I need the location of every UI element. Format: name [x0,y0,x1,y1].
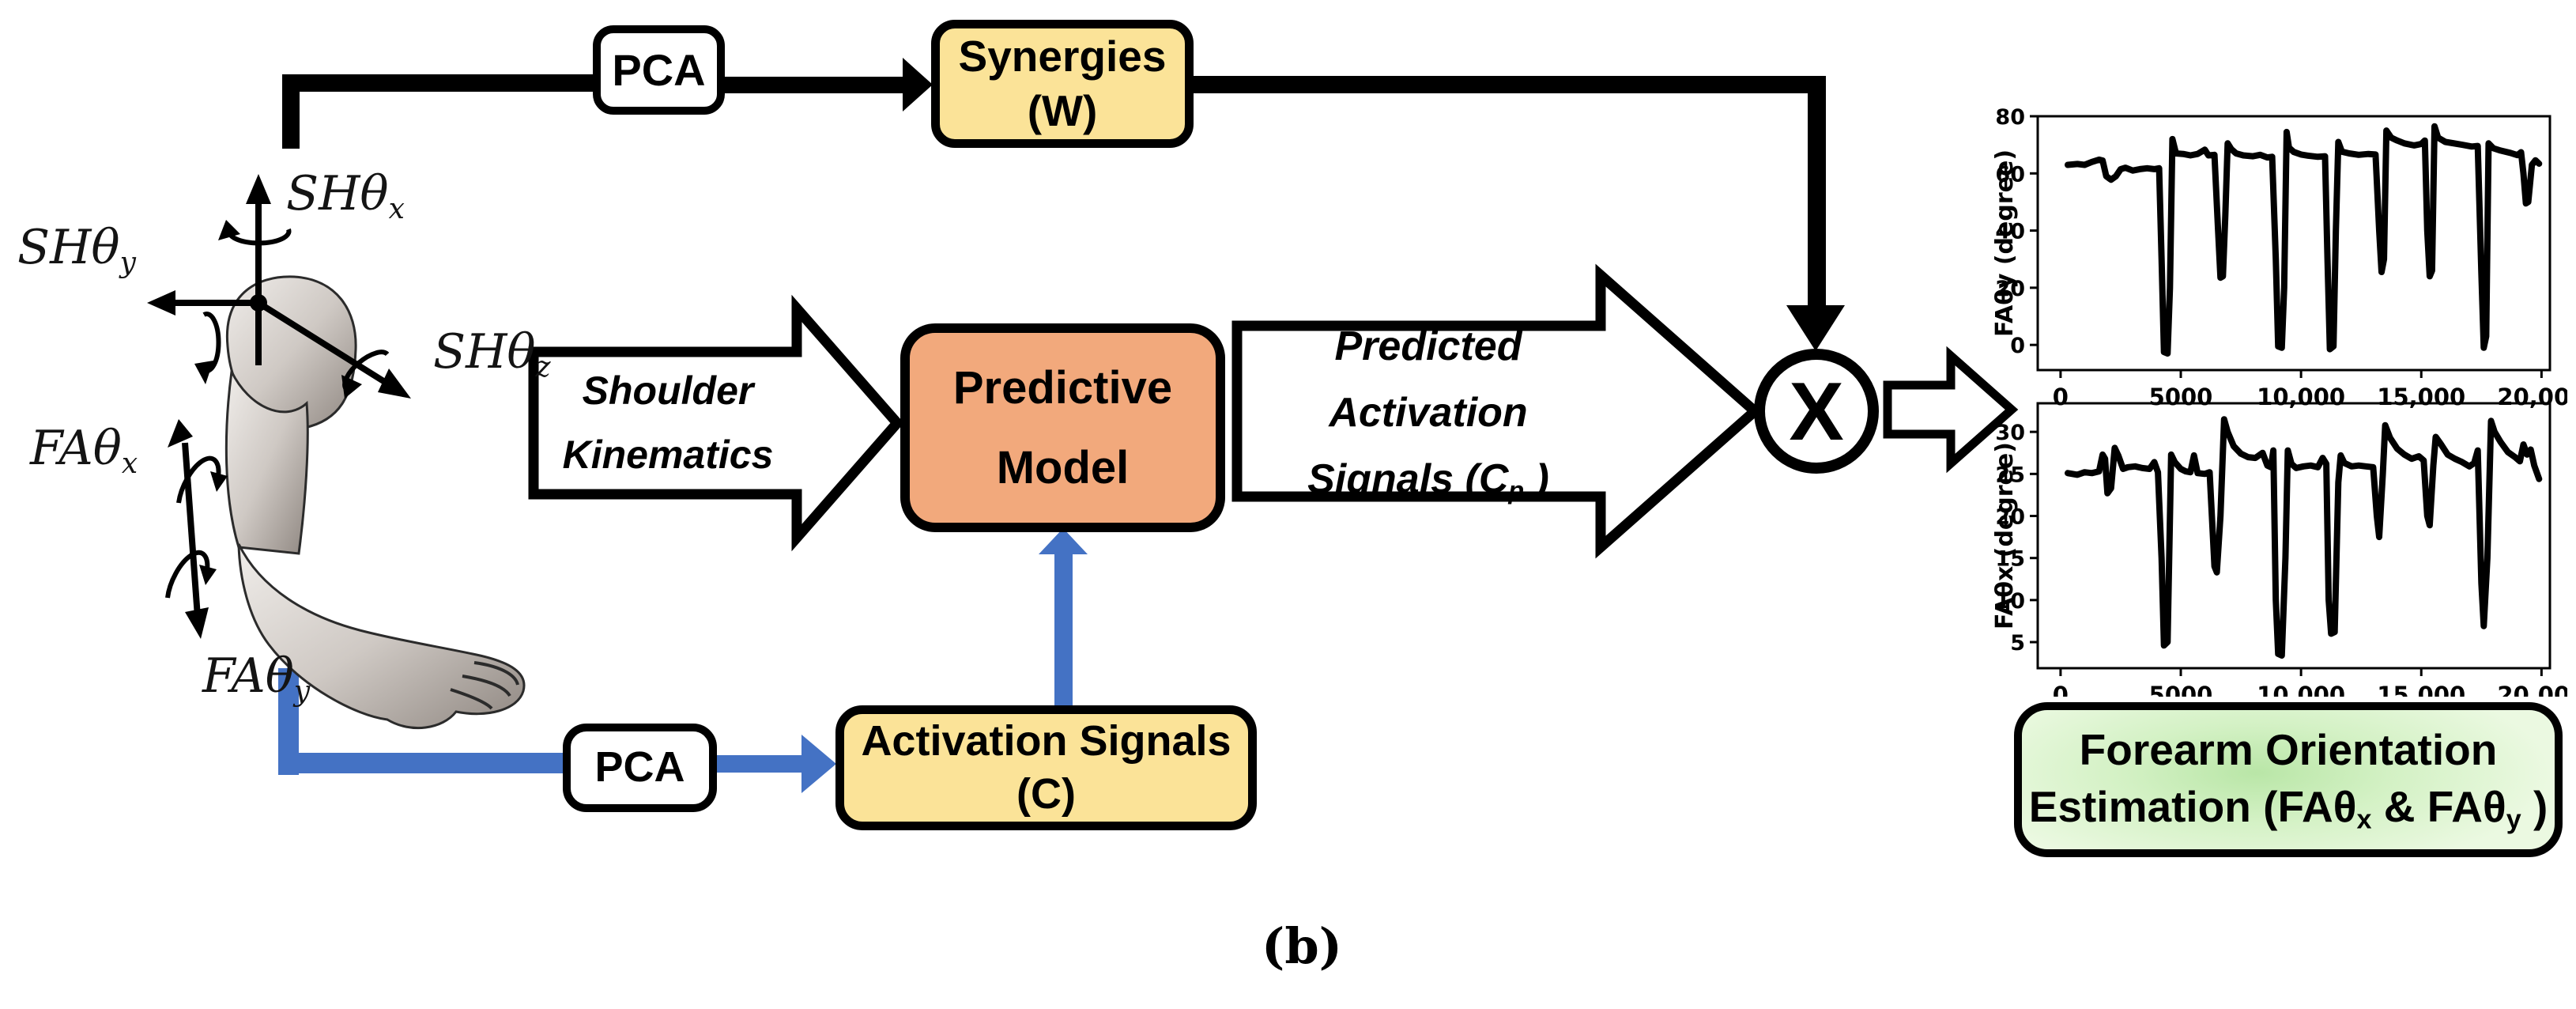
synergies-to-multiply-connector [1194,76,1845,351]
y-tick-label: 0 [2010,334,2025,358]
forearm-estimation-box: Forearm Orientation Estimation (FAθx & F… [2014,702,2563,857]
label-sh-theta-y: SHθy [17,220,136,279]
x-tick-label: 20,000 [2497,384,2567,410]
multiply-circle [1754,349,1879,474]
y-tick-label: 30 [1995,421,2025,445]
shoulder-kinematics-text: Shoulder Kinematics [539,356,797,490]
predicted-arrow-line2-pre: Signals (C [1307,456,1509,503]
y-tick-label: 20 [1995,277,2025,301]
predictive-label-line2: Model [996,442,1130,493]
y-tick-label: 25 [1995,463,2025,487]
y-tick-label: 15 [1995,547,2025,572]
plot-fa-theta-x: 5 10 15 20 25 30 0 5000 10,000 15,000 20,000 FAθx (… [1992,391,2567,697]
elbow-axes [165,419,228,639]
green-box-line2-sub1: x [2356,804,2372,835]
green-box-line2-post: ) [2521,781,2548,831]
synergies-label-line1: Synergies [958,32,1167,81]
pca-to-synergies-arrow [725,58,933,111]
predicted-activation-text: Predicted Activation Signals (Cp ) [1243,323,1614,505]
predictive-model-box: Predictive Model [900,323,1225,532]
predictive-label-line1: Predictive [952,361,1173,414]
green-box-line2-sub2: y [2506,804,2521,835]
y-axis-label: FAθy (degree) [1992,149,2019,337]
label-fa-theta-x-sub: x [121,447,138,480]
x-tick-label: 10,000 [2257,384,2345,410]
predicted-arrow-line1: Predicted Activation [1329,323,1528,436]
x-tick-label: 10,000 [2257,682,2345,697]
shoulder-arrow-line1: Shoulder [582,368,754,413]
label-sh-theta-y-main: SHθ [17,220,120,275]
green-box-line2-mid: & FAθ [2371,781,2506,831]
y-tick-label: 20 [1995,505,2025,530]
blue-pca-to-activation-arrow [717,735,836,793]
blue-connector-arm-to-pca [278,668,563,775]
label-sh-theta-z-main: SHθ [433,324,536,380]
y-axis-label: FAθx (degree) [1992,442,2019,629]
green-box-line2: Estimation (FAθx & FAθy ) [2029,779,2548,837]
down-arrowhead [1786,305,1845,351]
x-tick-label: 0 [2053,682,2069,697]
signal-curve [2065,416,2543,659]
signal-curve [2065,123,2543,357]
x-tick-label: 5000 [2149,384,2213,410]
y-tick-label: 80 [1995,105,2025,130]
y-tick-label: 60 [1995,162,2025,187]
y-tick-label: 5 [2010,631,2025,656]
shoulder-kinematics-arrow-shape [528,294,904,552]
label-fa-theta-y: FAθy [202,648,310,708]
y-tick-label: 10 [1995,589,2025,614]
plot-frame [2036,115,2551,372]
predicted-arrow-line2: Signals (Cp ) [1307,446,1549,512]
green-box-line1: Forearm Orientation [2079,725,2498,775]
green-box-line2-pre: Estimation (FAθ [2028,781,2357,831]
pca-top-box: PCA [593,25,725,115]
x-tick-label: 15,000 [2377,682,2465,697]
label-fa-theta-y-main: FAθ [202,648,294,704]
activation-label-line1: Activation Signals [861,716,1231,765]
x-tick-label: 5000 [2149,682,2213,697]
pca-top-label: PCA [612,44,706,95]
multiply-output-arrow-shape [1883,346,2019,474]
synergies-box: Synergies (W) [931,20,1194,148]
x-tick-label: 20,000 [2497,682,2567,697]
label-sh-theta-z-sub: z [535,350,551,384]
plot-fa-theta-x-svg: 5 10 15 20 25 30 0 5000 10,000 15,000 20,000 FAθx (… [1992,402,2567,697]
x-tick-label: 15,000 [2377,384,2465,410]
label-sh-theta-x: SHθx [286,166,405,225]
synergies-label-line2: (W) [1027,86,1098,135]
plot-frame [2036,402,2551,670]
label-sh-theta-y-sub: y [119,246,136,279]
label-fa-theta-x: FAθx [30,421,138,480]
figure-caption: (b) [1262,917,1343,975]
label-sh-theta-x-sub: x [388,192,405,225]
label-fa-theta-x-main: FAθ [30,421,122,476]
activation-signals-box: Activation Signals (C) [835,705,1257,830]
predicted-signals-arrow-shape [1231,263,1763,559]
shoulder-axes [147,174,411,399]
label-sh-theta-z: SHθz [433,324,551,384]
black-connector-topleft [282,74,593,149]
predicted-arrow-line2-sub: p [1508,476,1525,505]
pca-bottom-box: PCA [563,724,717,812]
predicted-arrow-line2-post: ) [1524,456,1549,503]
activation-label-line2: (C) [1016,770,1076,818]
pca-bottom-label: PCA [594,743,685,792]
multiply-symbol: X [1789,366,1843,458]
blue-activation-to-predictive-arrow [1039,528,1088,707]
label-sh-theta-x-main: SHθ [286,166,389,221]
shoulder-arrow-line2: Kinematics [562,433,774,477]
y-tick-label: 40 [1995,220,2025,244]
label-fa-theta-y-sub: y [293,675,311,708]
